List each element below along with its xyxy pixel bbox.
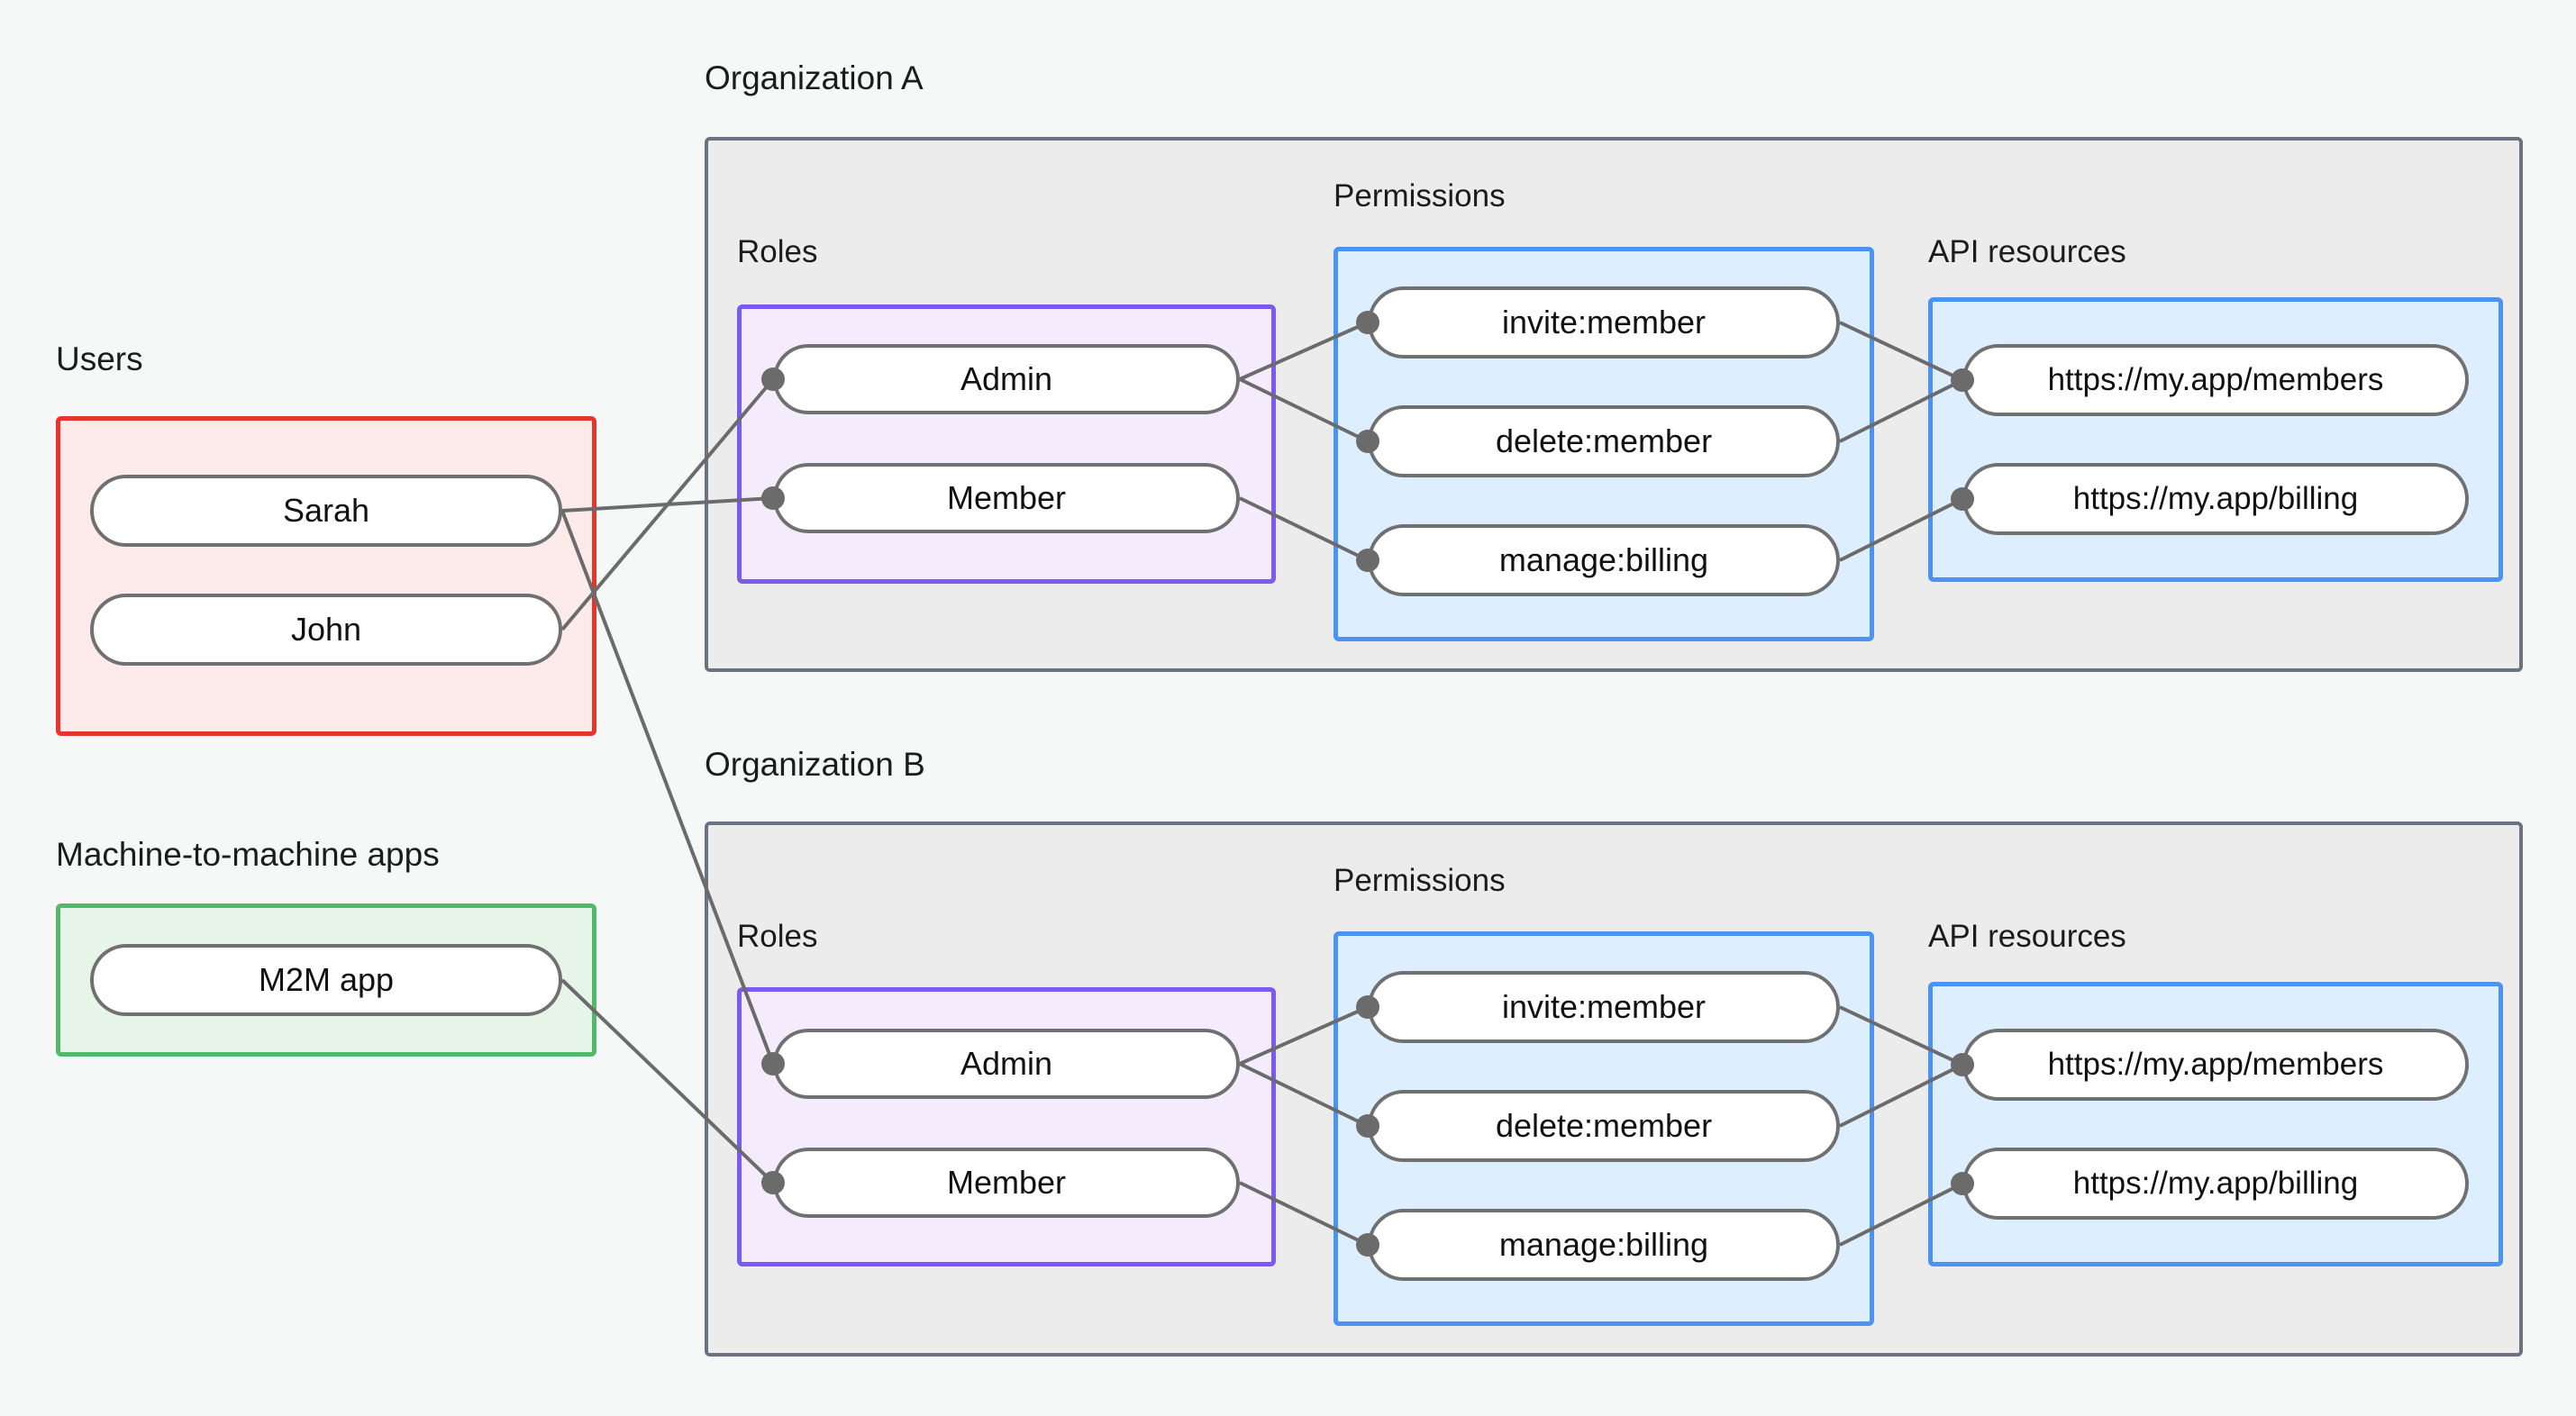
orgB-permissions-label: Permissions: [1334, 863, 1506, 898]
users-box: [56, 416, 596, 736]
role-pill-orgA-member[interactable]: Member: [773, 463, 1240, 533]
m2m-app-pill[interactable]: M2M app: [90, 944, 562, 1016]
permission-pill-orgB-billing[interactable]: manage:billing: [1368, 1209, 1840, 1281]
permission-pill-orgB-delete[interactable]: delete:member: [1368, 1090, 1840, 1162]
api-resource-pill-orgB-members[interactable]: https://my.app/members: [1962, 1029, 2469, 1101]
users-title: Users: [56, 340, 143, 377]
orgB-api-resources-label: API resources: [1928, 919, 2126, 954]
user-pill-sarah[interactable]: Sarah: [90, 475, 562, 547]
api-resource-pill-orgA-billing[interactable]: https://my.app/billing: [1962, 463, 2469, 535]
orgA-api-resources-box: [1928, 297, 2503, 582]
api-resource-pill-orgB-billing[interactable]: https://my.app/billing: [1962, 1148, 2469, 1220]
api-resource-pill-orgA-members[interactable]: https://my.app/members: [1962, 344, 2469, 416]
permission-pill-orgA-delete[interactable]: delete:member: [1368, 405, 1840, 477]
orgA-api-resources-label: API resources: [1928, 234, 2126, 269]
role-pill-orgB-admin[interactable]: Admin: [773, 1029, 1240, 1099]
orgA-permissions-label: Permissions: [1334, 178, 1506, 213]
role-pill-orgA-admin[interactable]: Admin: [773, 344, 1240, 414]
orgB-roles-label: Roles: [737, 919, 818, 954]
permission-pill-orgA-invite[interactable]: invite:member: [1368, 286, 1840, 359]
role-pill-orgB-member[interactable]: Member: [773, 1148, 1240, 1218]
orgB-api-resources-box: [1928, 982, 2503, 1266]
orgA-roles-label: Roles: [737, 234, 818, 269]
permission-pill-orgB-invite[interactable]: invite:member: [1368, 971, 1840, 1043]
m2m-apps-title: Machine-to-machine apps: [56, 836, 440, 873]
organization-b-title: Organization B: [705, 746, 925, 783]
organization-a-title: Organization A: [705, 59, 924, 96]
user-pill-john[interactable]: John: [90, 594, 562, 666]
permission-pill-orgA-billing[interactable]: manage:billing: [1368, 524, 1840, 596]
